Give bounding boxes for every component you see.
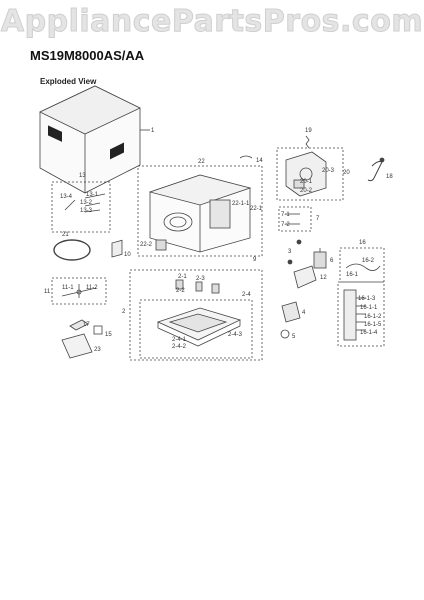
part-23-plate	[61, 333, 93, 359]
part-4-transformer	[281, 301, 301, 323]
part-8	[296, 239, 302, 245]
callout-16-1: 16-1	[346, 272, 359, 278]
callout-13-1: 13-1	[86, 192, 99, 198]
base-plate-part	[156, 307, 242, 347]
fan-motor-part	[285, 151, 327, 197]
callout-5: 5	[292, 334, 296, 340]
callout-11-1: 11-1	[62, 285, 74, 291]
callout-7-2: 7-2	[281, 222, 290, 228]
part-13-screws	[64, 193, 106, 213]
part-3	[287, 259, 293, 265]
callout-11: 11	[44, 289, 51, 295]
callout-13-3: 13-3	[80, 208, 93, 214]
callout-2-4-1: 2-4-1	[172, 337, 187, 343]
part-19-clip	[305, 135, 310, 149]
callout-2: 2	[122, 309, 126, 315]
callout-10: 10	[124, 252, 131, 258]
part-17	[69, 319, 89, 331]
roller-coupler-part	[61, 284, 97, 298]
callout-14: 14	[256, 158, 263, 164]
callout-1: 1	[151, 128, 155, 134]
watermark-text: AppliancePartsPros.com	[0, 4, 424, 40]
callout-16-1-1: 16-1-1	[360, 305, 378, 311]
part-12-bracket	[293, 265, 317, 289]
callout-16-1-2: 16-1-2	[364, 314, 382, 320]
part-15	[93, 325, 103, 335]
part-2-group-box	[129, 269, 263, 361]
callout-22: 22	[198, 159, 205, 165]
exploded-view-title: Exploded View	[40, 77, 97, 86]
callout-20-3: 20-3	[322, 168, 335, 174]
callout-20-2: 20-2	[300, 188, 313, 194]
callout-2-4: 2-4	[242, 292, 251, 298]
callout-13-4: 13-4	[60, 194, 73, 200]
part-16-1-board	[343, 289, 366, 341]
callout-3: 3	[288, 249, 292, 255]
callout-16-2: 16-2	[362, 258, 375, 264]
callout-2-3: 2-3	[196, 276, 205, 282]
callout-4: 4	[302, 310, 306, 316]
callout-13: 13	[79, 173, 86, 179]
callout-19: 19	[305, 128, 312, 134]
power-cord-part	[367, 157, 385, 182]
callout-2-4-3: 2-4-3	[228, 332, 243, 338]
oven-cavity-part	[148, 174, 252, 253]
callout-17: 17	[83, 322, 90, 328]
part-22-group-box	[137, 165, 263, 257]
part-10-panel	[111, 239, 123, 258]
callout-22-2: 22-2	[140, 242, 153, 248]
part-14-wire	[239, 155, 253, 159]
callout-20: 20	[343, 170, 350, 176]
callout-2-4-2: 2-4-2	[172, 344, 187, 350]
callout-7-1: 7-1	[281, 212, 290, 218]
callout-2-2: 2-2	[176, 288, 185, 294]
callout-7: 7	[316, 216, 320, 222]
callout-22-1-1: 22-1-1	[232, 201, 250, 207]
callout-16-1-3: 16-1-3	[358, 296, 376, 302]
callout-18: 18	[386, 174, 393, 180]
part-16-harness	[345, 263, 381, 271]
callout-22-1: 22-1	[250, 206, 263, 212]
callout-11-2: 11-2	[86, 285, 98, 291]
callout-16-1-4: 16-1-4	[360, 330, 378, 336]
callout-12: 12	[320, 275, 327, 281]
part-7-group-box	[278, 206, 312, 232]
callout-13-2: 13-2	[80, 200, 93, 206]
callout-16-1-5: 16-1-5	[364, 322, 382, 328]
part-5	[280, 329, 290, 339]
part-20-group-box	[276, 147, 344, 201]
outer-cabinet-part	[39, 85, 150, 194]
part-2-4-group-box	[139, 299, 253, 359]
callout-20-1: 20-1	[300, 179, 313, 185]
callout-15: 15	[105, 332, 112, 338]
callout-6: 6	[330, 258, 334, 264]
part-16-1-group-box	[337, 281, 385, 347]
part-2-switches	[175, 279, 220, 294]
callout-9: 9	[253, 257, 257, 263]
callout-21: 21	[62, 232, 69, 238]
callout-16: 16	[359, 240, 366, 246]
model-number-title: MS19M8000AS/AA	[30, 48, 145, 63]
turntable-ring-part	[53, 239, 91, 261]
part-13-group-box	[51, 181, 111, 233]
callout-23: 23	[94, 347, 101, 353]
part-6-fuse	[313, 248, 327, 269]
callout-2-1: 2-1	[178, 274, 187, 280]
